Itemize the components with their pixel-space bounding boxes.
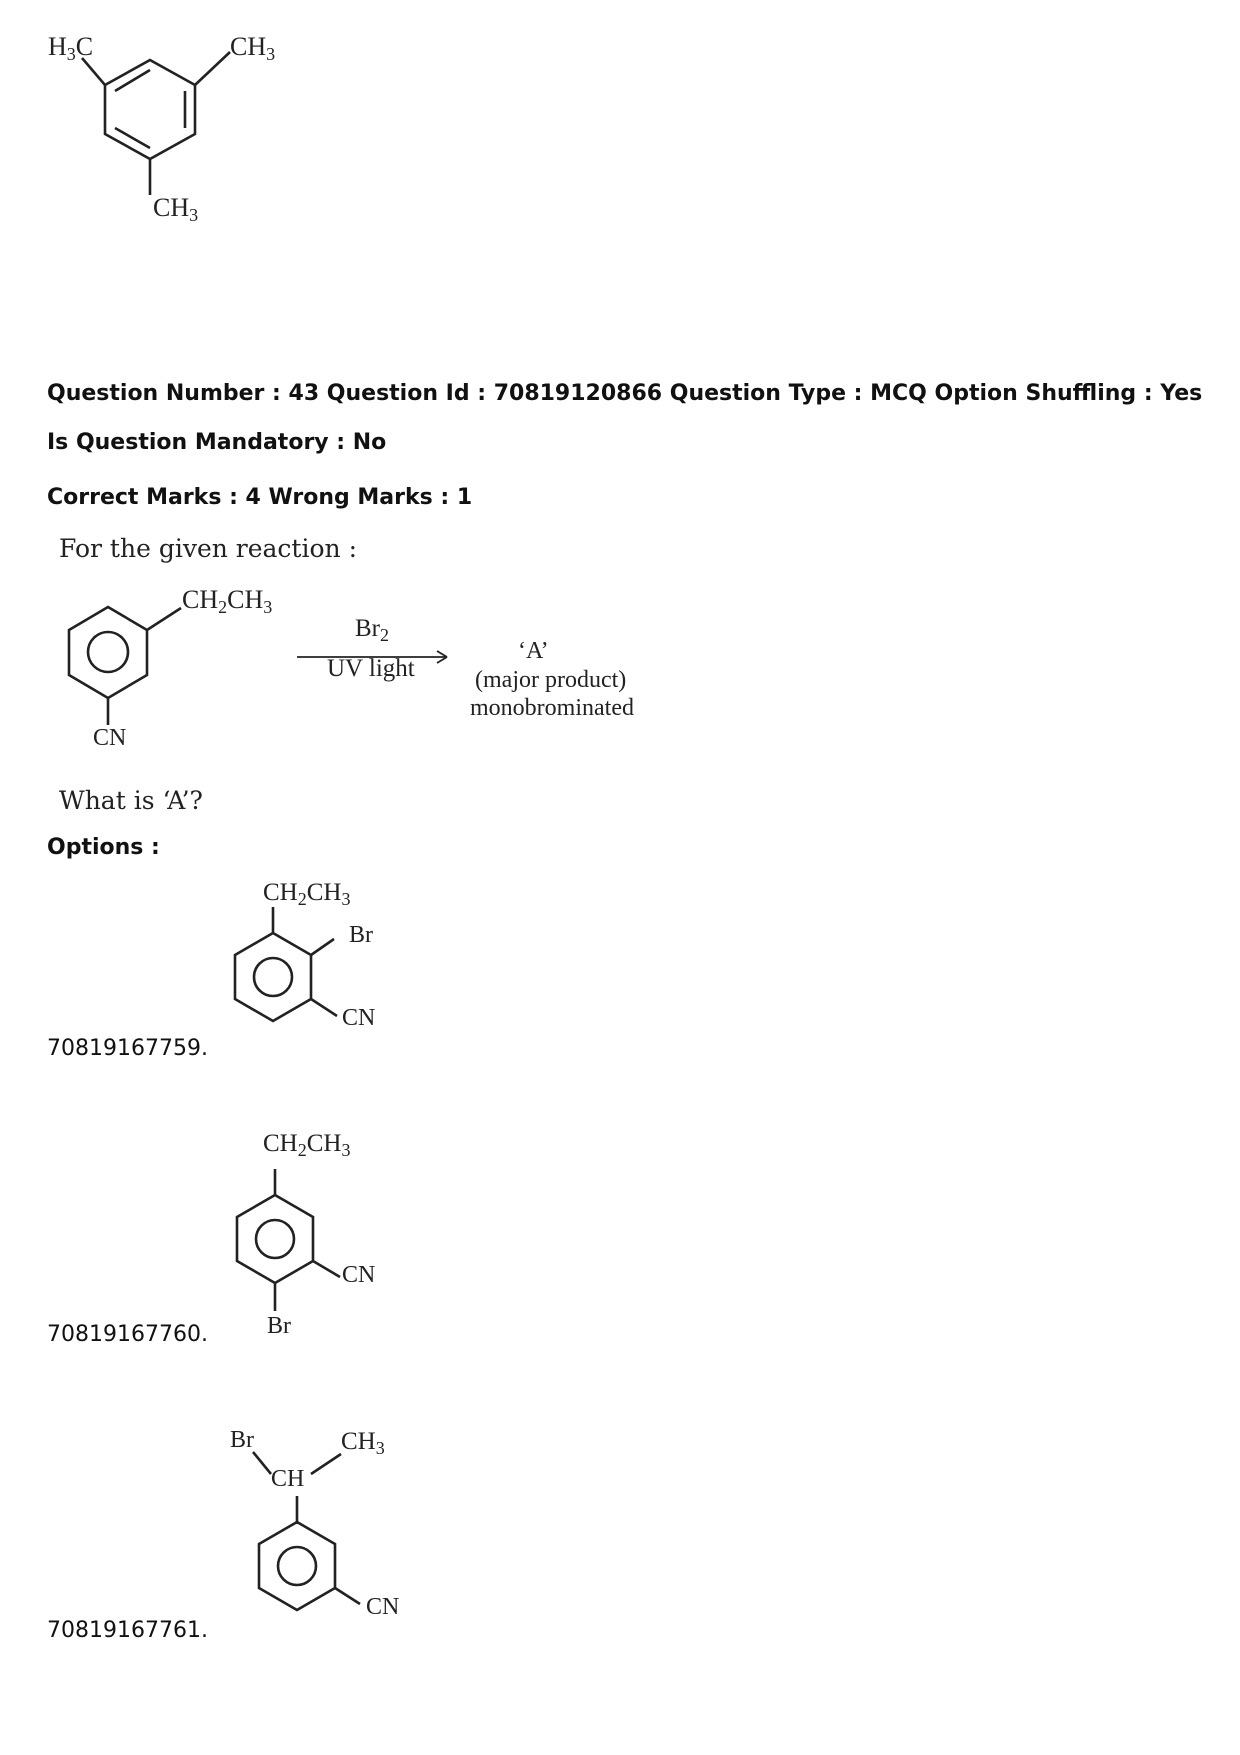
option-1-id[interactable]: 70819167759. [47,1036,208,1061]
option-3-cn-label: CN [366,1594,400,1620]
question-meta-line1: Question Number : 43 Question Id : 70819… [47,381,1203,406]
option-3-structure: Br CH CH3 CN [225,1422,445,1642]
options-label: Options : [47,835,160,860]
mesitylene-label-bottom: CH3 [153,193,199,225]
option-2-cn-label: CN [342,1262,376,1288]
option-2-br-label: Br [267,1313,291,1339]
option-1-cn-label: CN [342,1005,376,1031]
reaction-arrow [297,650,448,664]
option-2-top-label: CH2CH3 [263,1130,351,1160]
product-a: ‘A’ [518,638,549,664]
option-1-structure: CH2CH3 Br CN [225,875,445,1065]
option-1-top-label: CH2CH3 [263,879,351,909]
mesitylene-structure: H3C CH3 CH3 [40,30,360,230]
reagent-uv: UV light [327,655,415,682]
mesitylene-ring [81,51,231,195]
question-prompt: What is ‘A’? [59,786,203,815]
option-2-ring [235,1169,341,1311]
reactant-cn: CN [93,725,127,751]
option-2-id[interactable]: 70819167760. [47,1322,208,1347]
option-3-ring [251,1451,361,1612]
h3c-label: H3C [48,32,94,64]
option-3-ch-label: CH [271,1466,305,1492]
ch3-label: CH3 [230,32,276,64]
mesitylene-label-left: H3C [48,32,94,64]
product-major: (major product) [475,667,627,693]
question-mandatory: Is Question Mandatory : No [47,430,387,455]
question-marks: Correct Marks : 4 Wrong Marks : 1 [47,485,473,510]
option-3-br-label: Br [230,1427,254,1453]
reactant-substituent: CH2CH3 [182,585,273,617]
option-1-br-label: Br [349,922,373,948]
option-1-ring [233,907,338,1023]
reaction-scheme: CH2CH3 CN Br2 UV light ‘A’ (major produc… [55,585,755,760]
option-3-id[interactable]: 70819167761. [47,1618,208,1643]
question-intro: For the given reaction : [59,534,357,563]
reagent-br2: Br2 [355,615,389,645]
ch3-bottom-label: CH3 [153,193,199,225]
reactant-ring [67,605,182,725]
option-3-ch3-label: CH3 [341,1428,385,1458]
product-mono: monobrominated [470,695,634,721]
option-2-structure: CH2CH3 CN Br [225,1125,445,1355]
mesitylene-label-right: CH3 [230,32,276,64]
